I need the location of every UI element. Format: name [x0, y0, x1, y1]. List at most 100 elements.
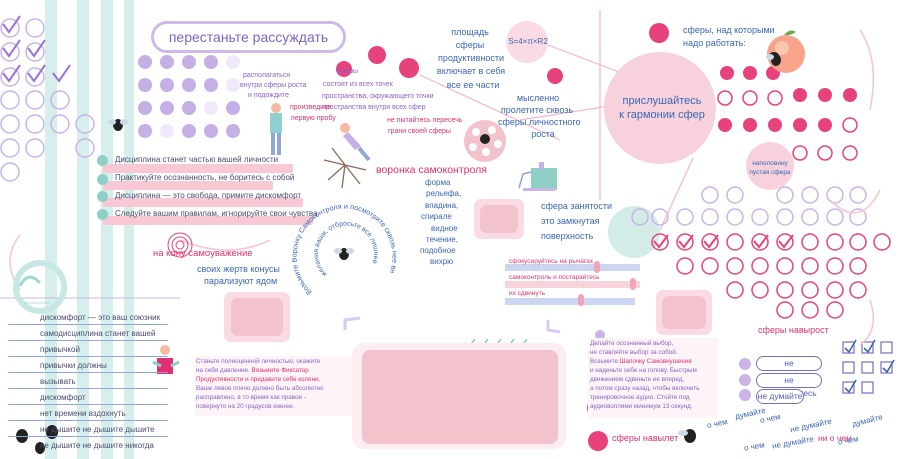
choice-l2: не ставляйте выбор за собой. — [590, 349, 678, 356]
slider-track-1[interactable] — [505, 264, 640, 271]
busy-text-2: это замкнутая — [541, 216, 600, 226]
discipline-item-1: Дисциплина станет частью вашей личности — [115, 155, 279, 164]
list-line-7: нет времени вздохнуть — [40, 409, 126, 418]
discipline-bar-4 — [103, 216, 313, 225]
work-on-2: надо работать: — [683, 38, 746, 48]
bottom-text-l1: Станьте полноценной личностью, окажите — [196, 358, 321, 365]
area-text-5: все ее части — [446, 80, 500, 90]
spheres-text-3: пространства, окружающего точки — [322, 93, 434, 100]
slider-label-1: сфокусируйтесь на рычагах — [509, 258, 593, 265]
choice-l8: аудиовоплями минимум 13 секунд. — [590, 403, 693, 410]
choice-l7: тренировочное аудио. Стойте под — [590, 394, 690, 401]
desk-lamp-icon — [518, 162, 557, 191]
listen-text-1: прислушайтесь — [622, 95, 702, 107]
busy-text-3: поверхность — [541, 231, 594, 241]
slider-handle-2[interactable] — [630, 278, 636, 290]
bottom-text-l6: повернуто на 20 градусов южнее. — [196, 403, 295, 410]
growth-text: сферы навырост — [758, 325, 829, 335]
choice-l4: и наденьте себе на голову. Быстрым — [590, 367, 697, 374]
gauge-label: самоконтроль — [24, 300, 51, 305]
list-line-8: не дышите не дышите дышите — [40, 425, 155, 434]
mentally-text-1: мысленно — [516, 93, 560, 103]
spheres-text-2: состоят из всех точек — [323, 81, 393, 88]
discipline-item-4: Следуйте вашим правилам, игнорируйте сво… — [115, 209, 318, 218]
list-rule-5 — [8, 388, 168, 389]
bottom-text-l2-a: на себя давление. — [196, 367, 250, 374]
list-line-5: вызывать — [40, 377, 76, 386]
busy-frame-inner — [480, 205, 518, 233]
grow-text-3: и подождите — [248, 92, 289, 99]
discipline-item-3: Дисциплина — это свобода, примите диском… — [115, 191, 302, 200]
spiral-outer-text: Возьмите Воронку Самоконтроля и посмотри… — [292, 202, 400, 297]
funnel-word-2: рельефа, — [426, 189, 462, 198]
area-text-2: сферы — [455, 40, 485, 50]
pill-dont-doubt[interactable]: не сомневайтесь — [756, 373, 822, 398]
slider-track-3[interactable] — [505, 298, 635, 305]
list-rule-2 — [8, 340, 168, 341]
funnel-word-6: течение, — [426, 235, 458, 244]
discipline-bullet-2 — [97, 174, 108, 185]
svg-text:желания ваши, отбросьте все ли: желания ваши, отбросьте все лишнее — [313, 220, 379, 277]
slider-handle-3[interactable] — [578, 294, 584, 306]
bottom-text-l5: расправлено, в то время как правое - — [196, 394, 306, 401]
list-line-9: не дышите не дышите никогда — [40, 441, 154, 450]
slider-handle-1[interactable] — [594, 261, 600, 273]
list-line-4: привычки должны — [40, 361, 107, 370]
work-on-1: сферы, над которыми — [683, 25, 775, 35]
person-bending-icon — [152, 345, 180, 374]
svg-text:Возьмите Воронку Самоконтроля: Возьмите Воронку Самоконтроля и посмотри… — [292, 202, 400, 297]
busy-text-1: сфера занятости — [541, 201, 613, 211]
choice-l3-b: Шапочку Самовнушения — [619, 358, 692, 365]
dont-cross-1: не пытайтесь пересечь — [387, 117, 463, 124]
choice-l1: Делайте осознанный выбор, — [590, 340, 674, 347]
choice-text-panel — [588, 338, 718, 418]
umbrella-spokes-icon — [323, 147, 367, 189]
half-empty-1: наполовину — [752, 160, 788, 167]
funnel-word-7: подобное — [420, 246, 456, 255]
grow-text-2: внутри сферы роста — [240, 82, 307, 89]
bottom-text-l4: Ваше левое плечо должно быть абсолютно — [196, 385, 324, 392]
list-rule-3 — [8, 356, 168, 357]
discipline-bullet-1 — [97, 155, 108, 166]
area-text-1: площадь — [451, 27, 489, 37]
half-empty-2: пустая сфера — [749, 169, 791, 176]
slider-label-3: их сдвинуть — [509, 290, 546, 297]
slider-track-2[interactable] — [505, 281, 640, 288]
spiral-inner-text: желания ваши, отбросьте все лишнее — [313, 220, 379, 277]
list-rule-4 — [8, 372, 168, 373]
list-line-3: привычкой — [40, 345, 80, 354]
funnel-word-3: впадина, — [425, 201, 459, 210]
dont-cross-2: грани своей сферы — [388, 128, 451, 135]
funnel-word-5: видное — [431, 224, 458, 233]
spheres-crowd-text: сферы навылет — [612, 433, 679, 443]
discipline-bullet-4 — [97, 209, 108, 220]
funnel-word-4: спирале — [421, 212, 452, 221]
pill-dont-distract[interactable]: не отвлекайтесь — [756, 356, 822, 381]
person-falling-icon — [340, 123, 371, 162]
pill-dont-think[interactable]: не думайте — [756, 389, 804, 404]
cones-text-1: своих жертв конусы — [197, 264, 280, 274]
frame-center-left-inner — [231, 298, 283, 336]
list-line-2: самодисциплина станет вашей — [40, 329, 156, 338]
bottom-text-l2-b: Возьмите Фиксатор — [251, 367, 309, 374]
fly-icon-bottom — [678, 429, 696, 443]
area-text-4: включает в себя — [436, 66, 506, 76]
cones-text-2: парализуют ядом — [204, 276, 278, 286]
fly-icon — [108, 119, 128, 131]
funnel-spiral: Возьмите Воронку Самоконтроля и посмотри… — [292, 202, 400, 297]
funnel-title: воронка самоконтроля — [376, 164, 487, 176]
funnel-word-8: вихрю — [430, 257, 454, 266]
frame-mid-right-inner — [662, 296, 706, 329]
discipline-bar-2 — [103, 181, 273, 190]
list-rule-1 — [8, 324, 168, 325]
mentally-text-4: роста — [531, 129, 555, 139]
choice-l5: движением сдвиньте ее вперед, — [590, 376, 685, 383]
first-try-2: первую пробу — [291, 115, 336, 122]
page-title: перестаньте рассуждать — [151, 21, 346, 53]
discipline-bar-1 — [103, 164, 293, 173]
self-esteem-text: на кону самоуважение — [153, 248, 253, 259]
choice-l6: а потом сразу назад, чтобы включить — [590, 385, 700, 392]
person-standing-icon — [270, 103, 282, 155]
list-line-6: дискомфорт — [40, 393, 86, 402]
